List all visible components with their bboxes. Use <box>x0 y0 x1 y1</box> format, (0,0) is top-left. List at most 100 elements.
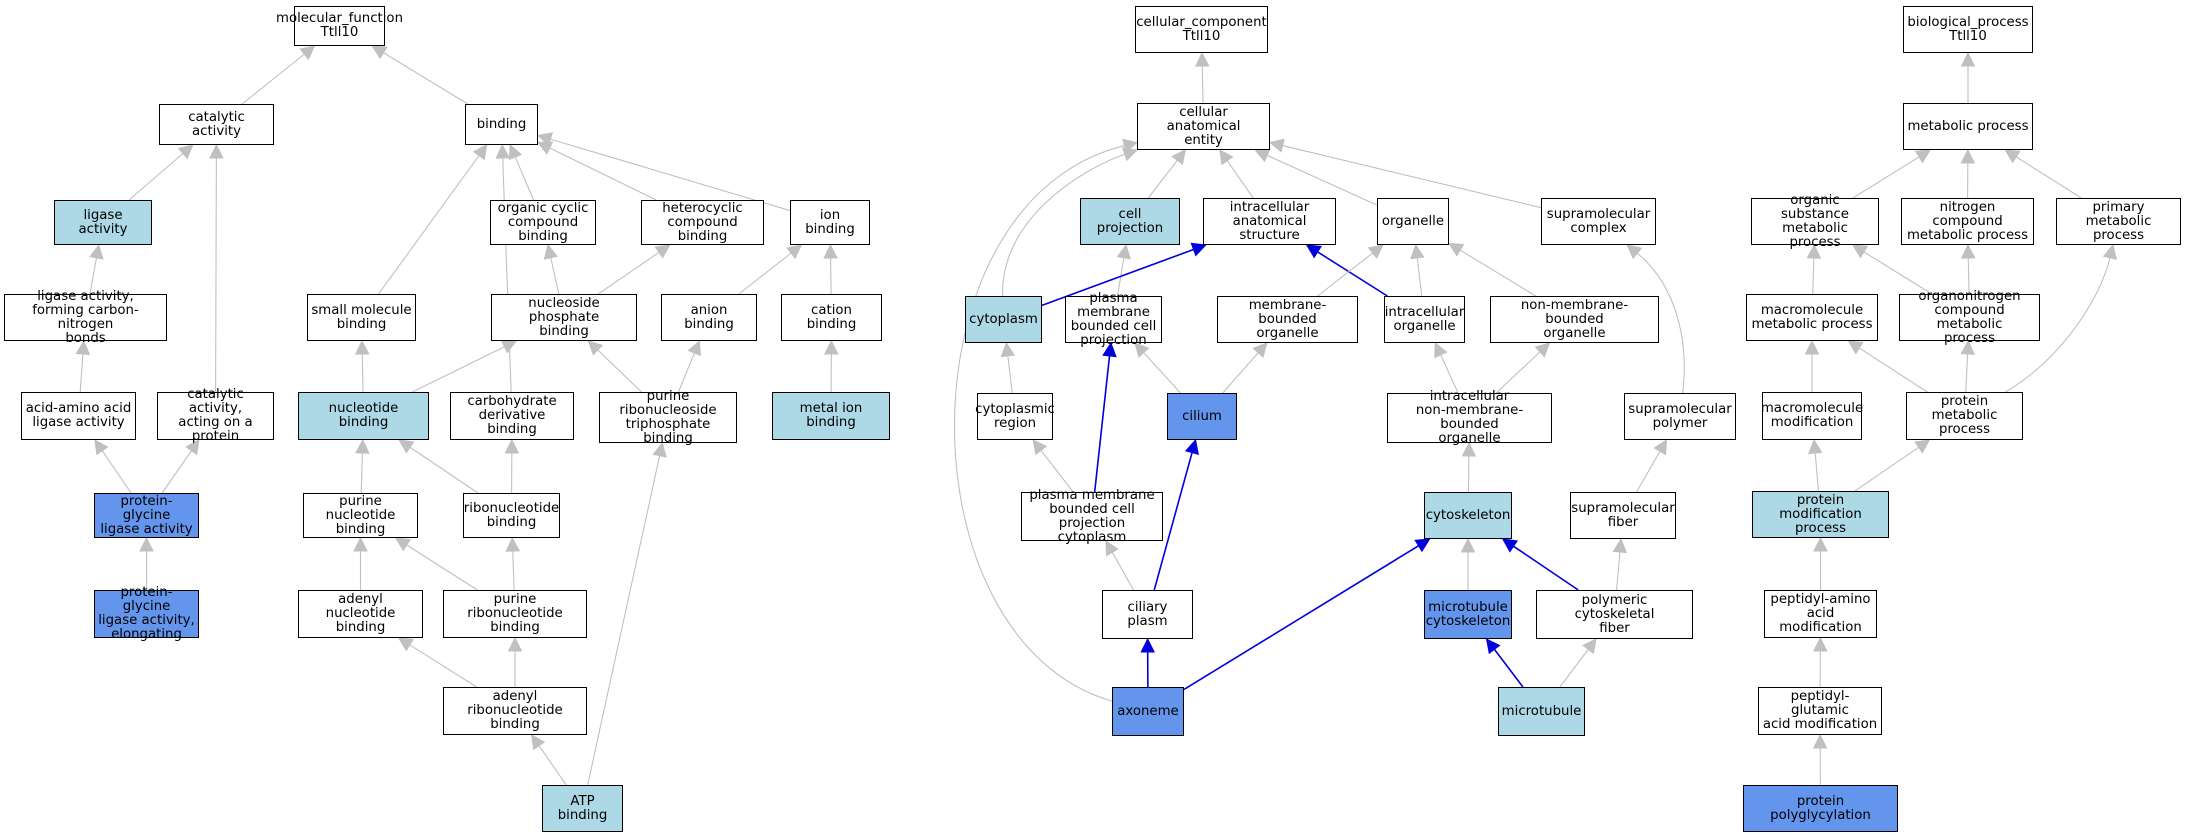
edge-arrowhead-rnb-to-nucb <box>398 439 415 454</box>
edge-arrowhead-aaligase-to-ligcn <box>75 339 91 355</box>
go-term-catalytic[interactable]: catalytic activity <box>159 104 274 145</box>
go-term-arnb[interactable]: adenyl ribonucleotide binding <box>443 687 587 735</box>
edge-arnb-to-anb <box>409 644 478 688</box>
go-term-npb[interactable]: nucleoside phosphate binding <box>491 294 637 341</box>
go-term-anb[interactable]: adenyl nucleotide binding <box>298 590 423 638</box>
go-term-ligcn[interactable]: ligase activity, forming carbon-nitrogen… <box>4 289 167 345</box>
go-term-pgla[interactable]: protein-glycine ligase activity <box>94 493 199 538</box>
go-term-cytoskel[interactable]: cytoskeleton <box>1424 492 1512 539</box>
edge-arrowhead-smfiber-to-smpoly <box>1653 439 1668 456</box>
go-term-binding[interactable]: binding <box>465 104 538 145</box>
edge-arrowhead-metproc-to-bp <box>1960 51 1976 67</box>
edge-osmp-to-metproc <box>1852 156 1920 199</box>
go-term-prntpb[interactable]: purine ribonucleoside triphosphate bindi… <box>599 389 737 445</box>
go-term-cytreg[interactable]: cytoplasmic region <box>975 393 1055 440</box>
go-term-protmp[interactable]: protein metabolic process <box>1906 392 2023 440</box>
go-term-aaligase[interactable]: acid-amino acid ligase activity <box>21 392 136 440</box>
edge-axoneme-to-cytoskel <box>1183 545 1419 691</box>
go-term-pam[interactable]: peptidyl-amino acid modification <box>1764 590 1877 638</box>
go-term-pglae[interactable]: protein-glycine ligase activity, elongat… <box>94 586 199 642</box>
edge-arrowhead-cytoskel-to-inmbo <box>1461 441 1477 457</box>
edge-arrowhead-inmbo-to-nmbo <box>1534 342 1551 358</box>
edge-npb-to-hccb <box>597 251 660 295</box>
go-term-anionb[interactable]: anion binding <box>661 294 757 341</box>
edge-arrowhead-pnb-to-nucb <box>355 438 370 454</box>
edge-pmbcpc-to-pmbcp <box>1093 355 1111 493</box>
go-term-cc[interactable]: cellular_component Ttll10 <box>1135 6 1268 53</box>
edge-cilplasm-to-cilium <box>1153 452 1193 591</box>
go-term-pmbcpc[interactable]: plasma membrane bounded cell projection … <box>1021 488 1163 544</box>
go-term-axoneme[interactable]: axoneme <box>1112 687 1184 736</box>
edge-arrowhead-pmbcpc-to-pmbcp <box>1102 341 1117 358</box>
go-term-hccb[interactable]: heterocyclic compound binding <box>641 200 764 245</box>
edge-arrowhead-pmbcpc-to-cytreg <box>1032 439 1048 456</box>
go-term-mtcs[interactable]: microtubule cytoskeleton <box>1424 590 1512 639</box>
edge-arrowhead-cilium-to-pmbcp <box>1134 342 1150 358</box>
go-term-ligase[interactable]: ligase activity <box>54 200 152 245</box>
go-term-ias[interactable]: intracellular anatomical structure <box>1203 198 1336 245</box>
go-term-smcomplex[interactable]: supramolecular complex <box>1541 198 1656 245</box>
edge-npb-to-occb <box>550 257 560 295</box>
go-term-cilium[interactable]: cilium <box>1167 393 1237 440</box>
go-term-metalb[interactable]: metal ion binding <box>772 392 890 440</box>
go-term-cellproj[interactable]: cell projection <box>1080 198 1180 245</box>
edge-arrowhead-occb-to-binding <box>508 143 523 161</box>
go-term-mt[interactable]: microtubule <box>1498 687 1585 736</box>
go-term-cae[interactable]: cellular anatomical entity <box>1137 103 1270 150</box>
edge-protmp-to-pmp <box>2005 257 2111 393</box>
go-term-nucb[interactable]: nucleotide binding <box>298 392 429 440</box>
go-term-pmbcp[interactable]: plasma membrane bounded cell projection <box>1065 291 1162 347</box>
edge-arrowhead-anionb-to-ionb <box>786 244 803 260</box>
edge-arrowhead-pgla-to-aaligase <box>94 439 109 456</box>
go-term-bp[interactable]: biological_process Ttll10 <box>1903 6 2033 53</box>
go-term-pgam[interactable]: peptidyl-glutamic acid modification <box>1758 687 1882 735</box>
edge-arrowhead-pcf-to-smfiber <box>1612 537 1628 554</box>
edge-occb-to-binding <box>514 156 534 201</box>
go-term-cationb[interactable]: cation binding <box>781 294 882 341</box>
edge-arrowhead-axoneme-to-cae <box>1122 138 1139 153</box>
edge-aaligase-to-ligcn <box>79 353 84 393</box>
go-term-oncmp[interactable]: organonitrogen compound metabolic proces… <box>1899 289 2040 345</box>
go-term-cilplasm[interactable]: ciliary plasm <box>1102 590 1193 639</box>
go-term-catprot[interactable]: catalytic activity, acting on a protein <box>157 388 274 444</box>
go-term-ionb[interactable]: ion binding <box>790 200 870 245</box>
edge-binding-to-mf <box>383 52 469 105</box>
edge-pmodp-to-protmp <box>1854 446 1919 492</box>
edge-arrowhead-inmbo-to-io <box>1434 341 1448 359</box>
go-term-smpoly[interactable]: supramolecular polymer <box>1624 393 1736 440</box>
go-term-pnb[interactable]: purine nucleotide binding <box>303 493 418 538</box>
edge-arrowhead-mt-to-mtcs <box>1485 638 1501 655</box>
go-term-pmp[interactable]: primary metabolic process <box>2056 198 2181 245</box>
go-term-prnb[interactable]: purine ribonucleotide binding <box>443 590 587 638</box>
go-term-rnb[interactable]: ribonucleotide binding <box>463 493 560 538</box>
edge-mt-to-mtcs <box>1493 648 1524 688</box>
go-term-smb[interactable]: small molecule binding <box>307 294 416 341</box>
go-term-metproc[interactable]: metabolic process <box>1903 103 2033 150</box>
go-term-mmod[interactable]: macromolecule modification <box>1761 392 1863 440</box>
go-term-ppg[interactable]: protein polyglycylation <box>1743 785 1898 832</box>
go-term-osmp[interactable]: organic substance metabolic process <box>1751 193 1879 249</box>
go-term-io[interactable]: intracellular organelle <box>1384 296 1465 343</box>
edge-cationb-to-ionb <box>830 257 832 295</box>
edge-arrowhead-cellproj-to-cae <box>1171 149 1187 166</box>
go-term-pmodp[interactable]: protein modification process <box>1752 491 1889 538</box>
go-term-cdb[interactable]: carbohydrate derivative binding <box>450 392 574 440</box>
edge-cellproj-to-cae <box>1147 159 1178 199</box>
go-term-ncmp[interactable]: nitrogen compound metabolic process <box>1901 198 2034 245</box>
go-term-mbo[interactable]: membrane-bounded organelle <box>1217 296 1358 343</box>
edge-prnb-to-pnb <box>406 544 478 591</box>
go-term-mmp[interactable]: macromolecule metabolic process <box>1746 294 1878 341</box>
go-term-organelle[interactable]: organelle <box>1377 198 1449 245</box>
go-term-cytoplasm[interactable]: cytoplasm <box>965 296 1042 343</box>
edge-arrowhead-arnb-to-anb <box>397 637 415 652</box>
edge-pcf-to-cytoskel <box>1513 545 1579 591</box>
go-term-nmbo[interactable]: non-membrane-bounded organelle <box>1490 296 1659 343</box>
go-term-mf[interactable]: molecular_function Ttll10 <box>276 6 403 46</box>
go-term-inmbo[interactable]: intracellular non-membrane-bounded organ… <box>1387 390 1552 446</box>
go-term-pcf[interactable]: polymeric cytoskeletal fiber <box>1536 590 1693 639</box>
edge-pmp-to-metproc <box>2015 156 2082 199</box>
go-term-occb[interactable]: organic cyclic compound binding <box>490 200 596 245</box>
go-term-smfiber[interactable]: supramolecular fiber <box>1570 492 1676 539</box>
go-term-atpb[interactable]: ATP binding <box>542 785 623 832</box>
